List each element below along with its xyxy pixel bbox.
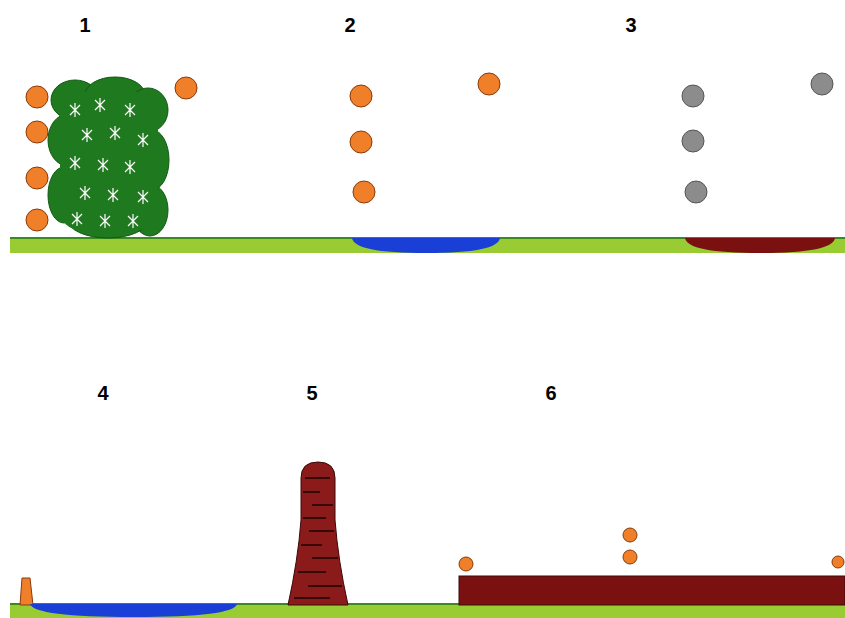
brick-line [308, 585, 342, 587]
brick-line [305, 477, 330, 479]
panel-number: 1 [79, 15, 90, 35]
small-cone [20, 578, 33, 605]
bush-body [60, 92, 158, 230]
bush-leaves [70, 98, 148, 228]
grey-ball [682, 130, 704, 152]
brick-line [309, 530, 334, 532]
bush [48, 77, 169, 238]
brick-tower [288, 462, 348, 605]
brick-line [303, 491, 320, 493]
brick-line [298, 571, 326, 573]
panel-number: 5 [306, 383, 317, 403]
panel-number: 3 [625, 15, 636, 35]
orange-ball [175, 77, 197, 99]
orange-ball [350, 85, 372, 107]
orange-ball [459, 557, 473, 571]
grey-balls [682, 73, 833, 203]
panel-number: 2 [344, 15, 355, 35]
orange-ball [832, 556, 844, 568]
grey-ball [811, 73, 833, 95]
orange-ball [26, 86, 48, 108]
orange-ball [26, 209, 48, 231]
orange-ball [26, 167, 48, 189]
panel-number: 6 [545, 383, 556, 403]
brick-line [303, 517, 326, 519]
brick-line [294, 597, 330, 599]
grey-ball [682, 85, 704, 107]
brick-line [312, 557, 338, 559]
small-orange-balls [459, 528, 844, 571]
orange-balls [26, 73, 500, 231]
orange-ball [623, 550, 637, 564]
leaf-marks [70, 98, 148, 228]
brick-line [312, 504, 333, 506]
red-puddle [685, 238, 835, 253]
orange-ball [350, 131, 372, 153]
orange-ball [478, 73, 500, 95]
brick-line [301, 544, 322, 546]
grey-ball [685, 181, 707, 203]
orange-ball [26, 121, 48, 143]
ground [10, 237, 845, 253]
orange-ball [353, 181, 375, 203]
orange-ball [623, 528, 637, 542]
panel-number: 4 [97, 383, 108, 403]
red-slab [459, 576, 845, 605]
water-puddle [352, 238, 500, 253]
tower-bricks [294, 478, 342, 598]
water-puddle [30, 604, 237, 617]
